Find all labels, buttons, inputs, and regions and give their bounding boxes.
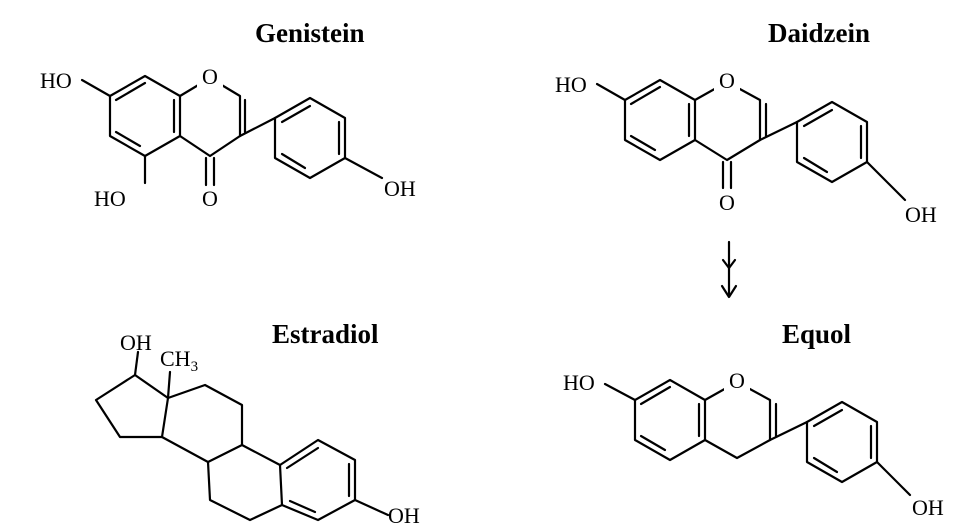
equol-b-ring-double-1 [812, 408, 844, 428]
equol-o-knockout [724, 367, 750, 393]
daidzein-c-ring [693, 80, 762, 162]
genistein-carbonyl-oxygen: O [202, 186, 218, 211]
daidzein-o-knockout [714, 67, 740, 93]
daidzein-carbonyl-oxygen: O [719, 190, 735, 215]
equol-a-ring-double-1 [639, 385, 672, 406]
equol-oh-4p: OH [912, 495, 944, 520]
daidzein-a-ring [623, 78, 697, 162]
genistein-oh-4p: OH [384, 176, 416, 201]
equol-c-ring [703, 380, 772, 460]
arrow-mid-chevron [721, 258, 737, 270]
daidzein-b-ring-double-1 [802, 108, 834, 128]
daidzein-structure: Daidzein O HO O OH [555, 18, 937, 227]
estradiol-title: Estradiol [272, 319, 379, 349]
conversion-arrow [720, 240, 738, 299]
estradiol-oh-17: OH [120, 330, 152, 355]
estradiol-d-ring [94, 373, 170, 439]
genistein-ho-5: HO [94, 186, 126, 211]
genistein-b-ring-double-3 [280, 152, 307, 170]
estradiol-ch3-bond [166, 370, 172, 400]
genistein-structure: Genistein O HO HO O OH [40, 18, 416, 211]
daidzein-a-ring-double-1 [629, 85, 662, 106]
daidzein-ho-7: HO [555, 72, 587, 97]
daidzein-ho7-bond [595, 82, 627, 102]
estradiol-ch3: CH3 [160, 346, 198, 375]
estradiol-oh17-bond [133, 350, 140, 377]
equol-b-link [768, 420, 809, 442]
equol-b-ring-double-3 [812, 456, 839, 474]
equol-b-ring [805, 400, 879, 484]
daidzein-oh4p-bond [865, 160, 907, 202]
daidzein-oh-4p: OH [905, 202, 937, 227]
genistein-ho-7: HO [40, 68, 72, 93]
equol-ho-7: HO [563, 370, 595, 395]
estradiol-ch3-main: CH [160, 346, 191, 371]
genistein-b-ring-double-1 [280, 104, 312, 124]
estradiol-structure: Estradiol OH CH3 OH [94, 319, 420, 524]
equol-title: Equol [782, 319, 852, 349]
genistein-oh4p-bond [343, 156, 384, 180]
daidzein-b-ring [795, 100, 869, 184]
daidzein-ring-oxygen: O [719, 68, 735, 93]
estradiol-oh3-bond [353, 498, 390, 517]
daidzein-title: Daidzein [768, 18, 870, 48]
equol-structure: Equol O HO OH [563, 319, 944, 520]
estradiol-a-ring-double-3 [288, 499, 317, 514]
equol-ring-oxygen: O [729, 368, 745, 393]
estradiol-oh-3: OH [388, 503, 420, 524]
genistein-b-ring [273, 96, 347, 180]
genistein-ring-oxygen: O [202, 64, 218, 89]
estradiol-ch3-subscript: 3 [191, 359, 199, 375]
genistein-a-ring-double-1 [114, 81, 147, 102]
genistein-a-ring-double-3 [114, 130, 142, 148]
genistein-c-ring [178, 76, 242, 158]
estradiol-a-ring-double-1 [285, 446, 320, 470]
daidzein-b-ring-double-3 [802, 156, 829, 174]
equol-a-ring-double-3 [639, 434, 667, 452]
equol-ho7-bond [603, 382, 637, 402]
estradiol-b-ring [206, 443, 284, 522]
genistein-title: Genistein [255, 18, 365, 48]
arrow-head [720, 284, 738, 299]
equol-oh4p-bond [875, 460, 912, 497]
daidzein-b-link [758, 120, 799, 142]
genistein-b-link [238, 116, 277, 138]
genistein-a-ring [108, 74, 182, 158]
estradiol-c-ring [160, 383, 244, 464]
equol-a-ring [633, 378, 707, 462]
daidzein-a-ring-double-3 [629, 134, 657, 152]
estradiol-a-ring [278, 438, 357, 522]
genistein-ho7-bond [80, 78, 112, 98]
genistein-o-knockout [197, 63, 223, 89]
